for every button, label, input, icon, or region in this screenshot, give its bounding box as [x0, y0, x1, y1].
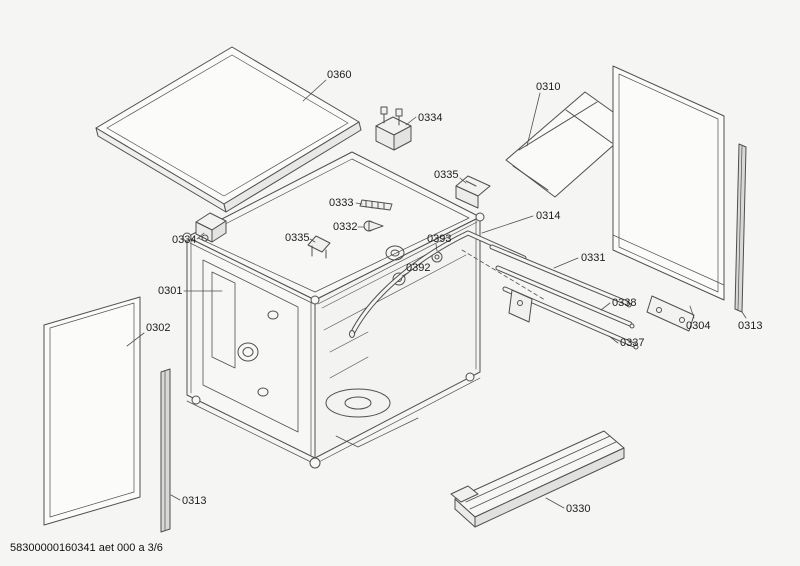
callout-rail-top: 0331 [581, 252, 605, 264]
callout-bracket-mid: 0335 [285, 232, 309, 244]
latch-part-top [375, 106, 412, 151]
callout-valve: 0332 [333, 221, 357, 233]
rail-top [489, 244, 632, 308]
bracket-right [455, 175, 491, 209]
side-panel-right [612, 65, 725, 332]
callout-grommet-upper: 0393 [427, 233, 451, 245]
callout-latch-top: 0334 [418, 112, 442, 124]
frame-tube [349, 230, 527, 338]
height-adjust-rails [489, 244, 639, 350]
callout-latch-left: 0334 [172, 234, 196, 246]
callout-grommet-lower: 0392 [406, 262, 430, 274]
callout-bracket-right: 0335 [434, 169, 458, 181]
callout-labels: 0360 0334 0310 0335 0333 0332 0393 0314 … [146, 69, 762, 515]
base-plinth [450, 430, 625, 528]
seal-strip-left [160, 368, 171, 533]
document-id: 58300000160341 aet 000 a 3/6 [10, 542, 163, 554]
callout-rail-clip: 0333 [329, 197, 353, 209]
worktop-panel [95, 46, 362, 213]
callout-rail-bottom: 0337 [620, 337, 644, 349]
grommet-upper [431, 251, 443, 263]
leader-lines [126, 79, 747, 509]
bracket-mid [307, 235, 331, 259]
callout-seal-right: 0313 [738, 320, 762, 332]
cabinet-body [182, 151, 546, 469]
callout-worktop: 0360 [327, 69, 351, 81]
door-outer-panel [43, 296, 141, 526]
callout-seal-left: 0313 [182, 495, 206, 507]
callout-frame-tube: 0314 [536, 210, 560, 222]
callout-rail-middle: 0338 [612, 297, 636, 309]
valve-part [363, 220, 384, 232]
callout-cabinet: 0301 [158, 285, 182, 297]
callout-base-plinth: 0330 [566, 503, 590, 515]
seal-strip-right [734, 143, 747, 313]
callout-insulation: 0310 [536, 81, 560, 93]
callout-door-panel: 0302 [146, 322, 170, 334]
callout-side-panel-right: 0304 [686, 320, 710, 332]
latch-part-left [195, 212, 227, 243]
rail-middle [495, 265, 635, 329]
